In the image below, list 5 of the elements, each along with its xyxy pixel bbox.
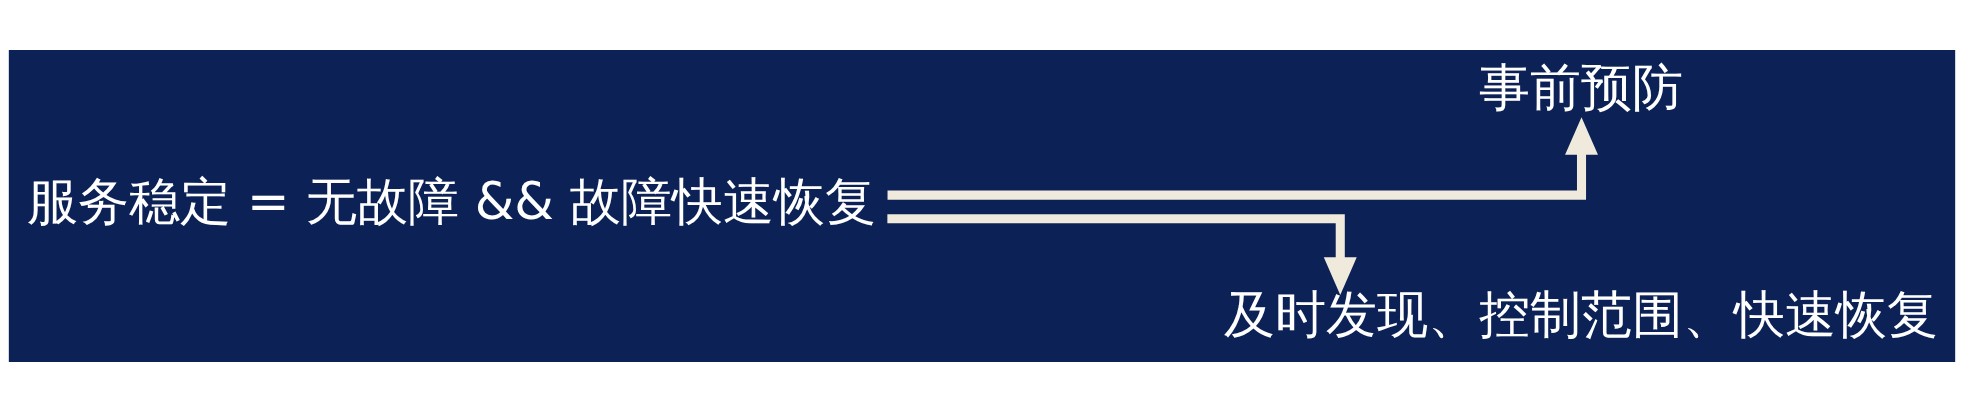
node-text: 服务稳定 = 无故障 && 故障快速恢复 xyxy=(26,172,877,232)
node-text: 事前预防 xyxy=(1478,58,1683,118)
arrow xyxy=(887,117,1598,200)
node-text: 及时发现、控制范围、快速恢复 xyxy=(1223,284,1938,344)
arrow xyxy=(887,214,1357,295)
